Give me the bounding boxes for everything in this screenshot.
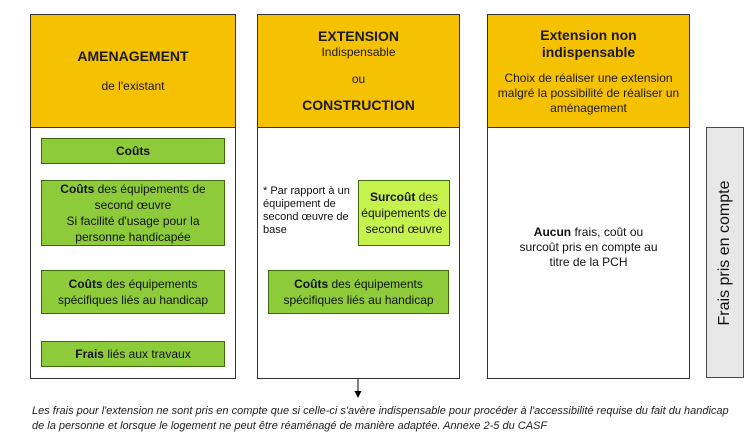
box-couts-specifiques-extension-bold: Coûts [294, 277, 329, 291]
box-couts-second-oeuvre-bold: Coûts [60, 182, 95, 196]
box-couts-specifiques-bold: Coûts [68, 277, 103, 291]
box-surcout-bold: Surcoût [369, 190, 416, 204]
aucun-frais-bold: Aucun [533, 225, 572, 239]
column-extension: EXTENSION Indispensable ou CONSTRUCTION … [257, 14, 460, 379]
box-couts-specifiques-extension: Coûts des équipements spécifiques liés a… [268, 270, 449, 314]
column-extension-non-indispensable: Extension non indispensable Choix de réa… [487, 14, 690, 379]
aucun-frais-rest: frais, coût ou surcoût pris en compte au… [519, 225, 658, 269]
box-frais-travaux-bold: Frais [75, 347, 104, 361]
box-couts: Coûts [41, 138, 225, 164]
down-arrow-icon [354, 379, 362, 398]
box-couts-second-oeuvre: Coûts des équipements de second œuvre Si… [41, 180, 225, 246]
aucun-frais-text: Aucun frais, coût ou surcoût pris en com… [488, 225, 689, 270]
box-couts-bold: Coûts [116, 144, 150, 158]
box-surcout: Surcoût des équipements de second œuvre [358, 180, 450, 246]
column-extension-header: EXTENSION Indispensable ou CONSTRUCTION [258, 15, 459, 128]
column-amenagement-title: AMENAGEMENT [77, 48, 189, 64]
box-surcout-text: des équipements de second œuvre [361, 190, 447, 236]
box-frais-travaux: Frais liés aux travaux [41, 341, 225, 367]
box-couts-second-oeuvre-condition: Si facilité d'usage pour la personne han… [66, 214, 200, 244]
column-amenagement-header: AMENAGEMENT de l'existant [31, 15, 235, 128]
column-amenagement: AMENAGEMENT de l'existant Coûts Coûts de… [30, 14, 236, 379]
column-extension-or: ou [351, 72, 366, 86]
column-construction-title: CONSTRUCTION [302, 97, 415, 113]
footer-note: Les frais pour l'extension ne sont pris … [32, 405, 729, 432]
column-extension-subtitle: Indispensable [321, 45, 396, 59]
frais-pris-en-compte-text: Frais pris en compte [716, 180, 733, 325]
box-couts-specifiques: Coûts des équipements spécifiques liés a… [41, 270, 225, 314]
column-extension-non-indispensable-header: Extension non indispensable Choix de réa… [488, 15, 689, 128]
base-equipment-note: * Par rapport à un équipement de second … [263, 185, 350, 236]
column-extension-title: EXTENSION [318, 28, 399, 44]
frais-pris-en-compte-label: Frais pris en compte [706, 127, 744, 378]
box-couts-specifiques-extension-text: des équipements spécifiques liés au hand… [283, 277, 434, 307]
box-couts-second-oeuvre-text: des équipements de second œuvre [94, 182, 206, 212]
box-couts-specifiques-text: des équipements spécifiques liés au hand… [57, 277, 209, 307]
column-extension-non-indispensable-subtitle: Choix de réaliser une extension malgré l… [497, 70, 680, 115]
box-frais-travaux-text: liés aux travaux [103, 347, 191, 361]
column-extension-non-indispensable-title: Extension non indispensable [540, 26, 637, 60]
column-amenagement-subtitle: de l'existant [101, 79, 165, 93]
